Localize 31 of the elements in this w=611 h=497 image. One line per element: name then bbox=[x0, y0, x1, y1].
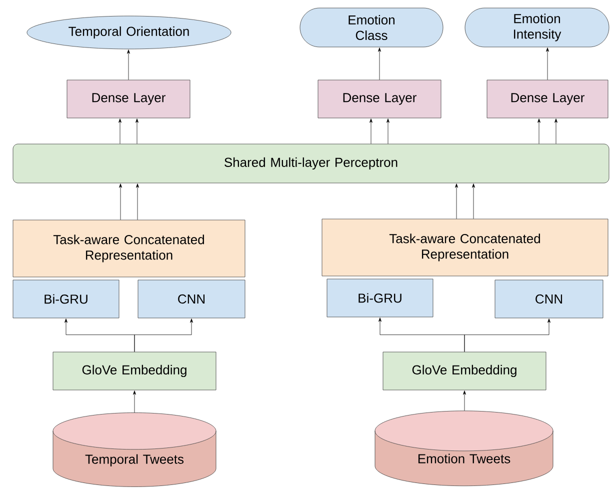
arrow bbox=[133, 390, 136, 413]
arrow bbox=[463, 390, 466, 411]
perceptron-band: Shared Multi-layer Perceptron bbox=[12, 144, 610, 184]
arrow bbox=[118, 118, 122, 144]
layer-box: Dense Layer bbox=[66, 80, 190, 118]
encoder-box: Bi-GRU bbox=[12, 280, 120, 318]
representation-box: Task-aware Concatenated Representation bbox=[12, 220, 246, 278]
arrow bbox=[370, 118, 372, 144]
representation-box: Task-aware Concatenated Representation bbox=[322, 218, 608, 276]
arrow bbox=[127, 50, 130, 80]
layer-box: Dense Layer bbox=[486, 80, 608, 118]
arrow bbox=[464, 318, 550, 352]
arrow bbox=[472, 184, 475, 219]
database-cylinder: Temporal Tweets bbox=[52, 412, 216, 487]
arrow bbox=[546, 48, 549, 80]
arrow bbox=[134, 318, 193, 352]
encoder-box: Bi-GRU bbox=[326, 278, 434, 318]
arrow bbox=[136, 118, 139, 144]
arrow bbox=[455, 184, 458, 219]
database-cylinder: Emotion Tweets bbox=[374, 410, 554, 486]
arrow bbox=[386, 118, 390, 144]
arrow bbox=[136, 184, 140, 220]
arrow bbox=[554, 118, 558, 144]
arrow bbox=[119, 184, 122, 220]
encoder-box: CNN bbox=[494, 280, 604, 318]
arrow bbox=[378, 48, 381, 80]
embedding-box: GloVe Embedding bbox=[52, 352, 216, 390]
embedding-box: GloVe Embedding bbox=[382, 352, 546, 390]
encoder-box: CNN bbox=[138, 280, 246, 318]
layer-box: Dense Layer bbox=[318, 80, 442, 118]
arrow bbox=[538, 118, 540, 144]
